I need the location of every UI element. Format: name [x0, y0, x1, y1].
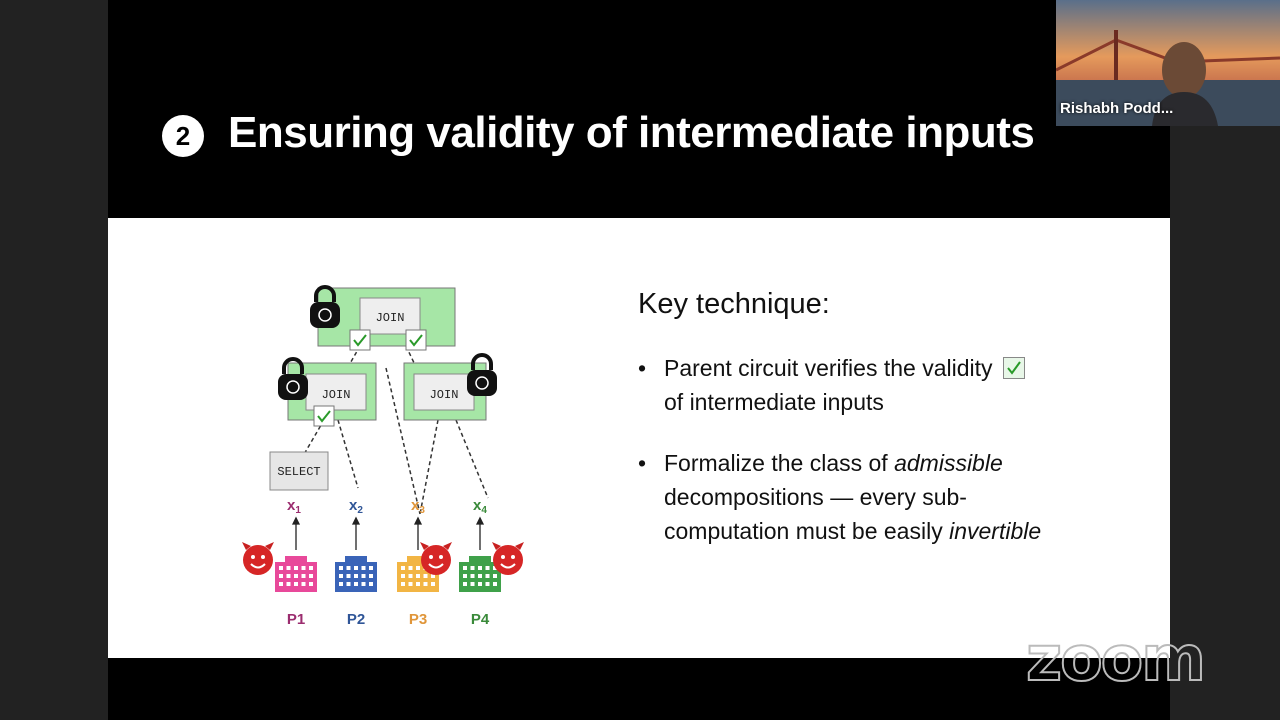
bullet-dot: •: [638, 355, 647, 381]
join-box-left: [305, 373, 367, 411]
slide-footer: [108, 658, 1170, 720]
party-label-p3: P3: [409, 611, 427, 628]
check-icon: [313, 405, 335, 427]
bullet-text-cont: of intermediate inputs: [664, 389, 884, 415]
building-icon: [275, 556, 317, 592]
join-label-right: JOIN: [430, 388, 459, 402]
bullet-text: Formalize the class of: [664, 450, 888, 476]
padlock-icon: [467, 353, 497, 396]
malicious-markers: [242, 542, 524, 575]
party-label-p4: P4: [471, 611, 490, 628]
join-label-top: JOIN: [376, 311, 405, 325]
bullet-emphasis: invertible: [949, 518, 1042, 544]
padlock-icon: [310, 285, 340, 328]
input-label-x3: x3: [411, 497, 425, 516]
left-letterbox: [0, 0, 108, 720]
zoom-watermark: zoom: [1025, 621, 1207, 696]
party-label-p1: P1: [287, 611, 305, 628]
building-icon: [335, 556, 377, 592]
bullet-item: • Formalize the class of admissible deco…: [638, 446, 1064, 548]
building-icon: [459, 556, 501, 592]
input-arrows: [291, 516, 485, 550]
join-box-top: [359, 297, 421, 335]
participant-name: Rishabh Podd...: [1060, 100, 1174, 117]
input-label-x1: x1: [287, 497, 301, 516]
slide-title: Ensuring validity of intermediate inputs: [228, 108, 1035, 157]
check-icon: [349, 329, 371, 351]
input-label-x4: x4: [473, 497, 487, 516]
input-label-x2: x2: [349, 497, 363, 516]
devil-icon: [420, 542, 452, 575]
join-box-right: [413, 373, 475, 411]
slide-number-badge: 2: [162, 115, 204, 157]
select-label: SELECT: [277, 465, 320, 479]
slide-content: JOIN JOIN JOIN SELECT: [108, 218, 1170, 658]
devil-icon: [492, 542, 524, 575]
key-technique-heading: Key technique:: [638, 288, 830, 320]
party-buildings: [275, 556, 501, 592]
check-icon: [405, 329, 427, 351]
bullet-text-cont: decompositions — every sub-computation m…: [664, 484, 967, 544]
slide-header: 2 Ensuring validity of intermediate inpu…: [108, 0, 1170, 218]
check-icon: [1002, 357, 1025, 379]
padlock-icon: [278, 357, 308, 400]
circuit-diagram: JOIN JOIN JOIN SELECT: [242, 285, 524, 628]
video-feed: [1056, 0, 1280, 126]
select-box: [269, 451, 329, 491]
bullet-dot: •: [638, 450, 647, 476]
bullet-item: • Parent circuit verifies the validity o…: [638, 351, 1104, 419]
shared-slide: 2 Ensuring validity of intermediate inpu…: [108, 0, 1170, 720]
devil-icon: [242, 542, 274, 575]
participant-video-tile[interactable]: Rishabh Podd...: [1056, 0, 1280, 126]
bullet-text: Parent circuit verifies the validity: [664, 355, 993, 381]
party-label-p2: P2: [347, 611, 365, 628]
bullet-emphasis: admissible: [894, 450, 1003, 476]
join-label-left: JOIN: [322, 388, 351, 402]
